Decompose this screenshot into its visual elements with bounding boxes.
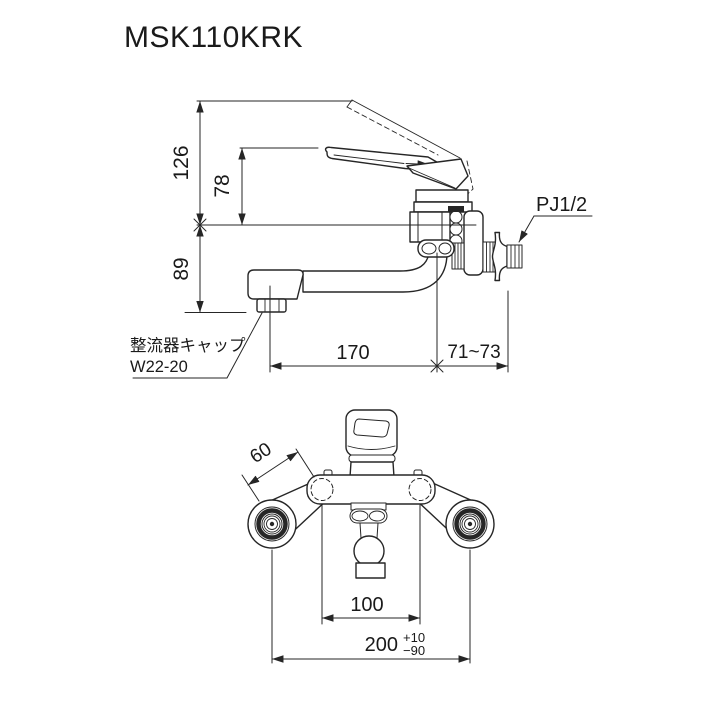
spout-tip-block — [355, 562, 386, 579]
dim-mount-pitch-tol-upper: +10 — [403, 630, 425, 645]
lever-raised-edge — [351, 99, 461, 159]
handle-grip-hollow — [353, 418, 390, 438]
spout-collar-ball-left — [351, 510, 369, 522]
collar-ball-right — [438, 242, 452, 255]
left-wall-flange — [247, 499, 297, 549]
dim-body-pitch-text: 100 — [350, 594, 383, 616]
side-view-dimensions: 126 78 89 170 71~73 PJ1/2 — [130, 100, 593, 379]
dim60-ext-flange — [241, 474, 260, 502]
body-nut — [409, 211, 451, 243]
rectifier-cap-leader — [132, 312, 263, 379]
label-thread-size: PJ1/2 — [518, 194, 593, 243]
handle-front-curve — [347, 445, 396, 450]
right-wall-flange — [445, 499, 495, 549]
dim-overall-height: 126 — [170, 100, 207, 232]
thread-pipe — [506, 244, 523, 269]
dim-handle-height: 78 — [211, 147, 246, 226]
dim-spout-reach: 170 — [269, 342, 438, 370]
front-spout — [349, 502, 388, 579]
dim-overall-height-text: 126 — [170, 145, 193, 180]
label-rectifier-cap: 整流器キャップ W22-20 — [130, 312, 263, 379]
model-number: MSK110KRK — [124, 21, 303, 54]
dim-leg-length: 60 — [241, 439, 315, 502]
lever-base — [406, 158, 469, 190]
handle-ring — [348, 454, 396, 463]
union-disc — [463, 210, 484, 276]
ball-ring-1 — [449, 210, 463, 224]
dim-body-pitch: 100 — [321, 594, 421, 622]
spout-pipe — [302, 252, 448, 293]
lever-inner-line — [333, 154, 405, 164]
collar-ball-left — [421, 242, 437, 255]
thread-size-text: PJ1/2 — [536, 194, 587, 216]
dim-spout-drop: 89 — [170, 224, 204, 313]
dim-wall-clearance-text: 71~73 — [447, 342, 500, 363]
spout-bend-circle — [353, 535, 385, 567]
lever-base-edge — [408, 167, 456, 189]
front-view-faucet — [247, 409, 495, 579]
rectifier-cap-text-line1: 整流器キャップ — [130, 336, 246, 355]
dim-spout-reach-text: 170 — [336, 342, 369, 364]
dim-leg-length-text: 60 — [246, 439, 275, 468]
lever-raised-dashed-edge — [346, 106, 439, 156]
left-inlet-dashed-circle — [310, 478, 334, 501]
dim60-ext-body — [295, 448, 315, 478]
rectifier-cap-text-line2: W22-20 — [130, 358, 188, 376]
spout-head — [247, 269, 304, 300]
dim-wall-clearance: 71~73 — [430, 342, 509, 373]
right-inlet-dashed-circle — [408, 478, 432, 501]
wall-flange-trumpet — [491, 231, 508, 282]
side-view-faucet — [247, 99, 523, 313]
dim-mount-pitch: 200 +10 −90 — [271, 630, 471, 663]
rectifier-cap — [256, 298, 287, 313]
dim-mount-pitch-tol-lower: −90 — [403, 643, 425, 658]
body-cap-dark — [448, 206, 464, 212]
dim-mount-pitch-text: 200 — [365, 634, 398, 656]
spout-collar-ball-right — [369, 510, 385, 522]
cartridge-ring-top — [415, 189, 469, 203]
dim-spout-drop-text: 89 — [170, 257, 193, 280]
dim-handle-height-text: 78 — [211, 174, 234, 197]
